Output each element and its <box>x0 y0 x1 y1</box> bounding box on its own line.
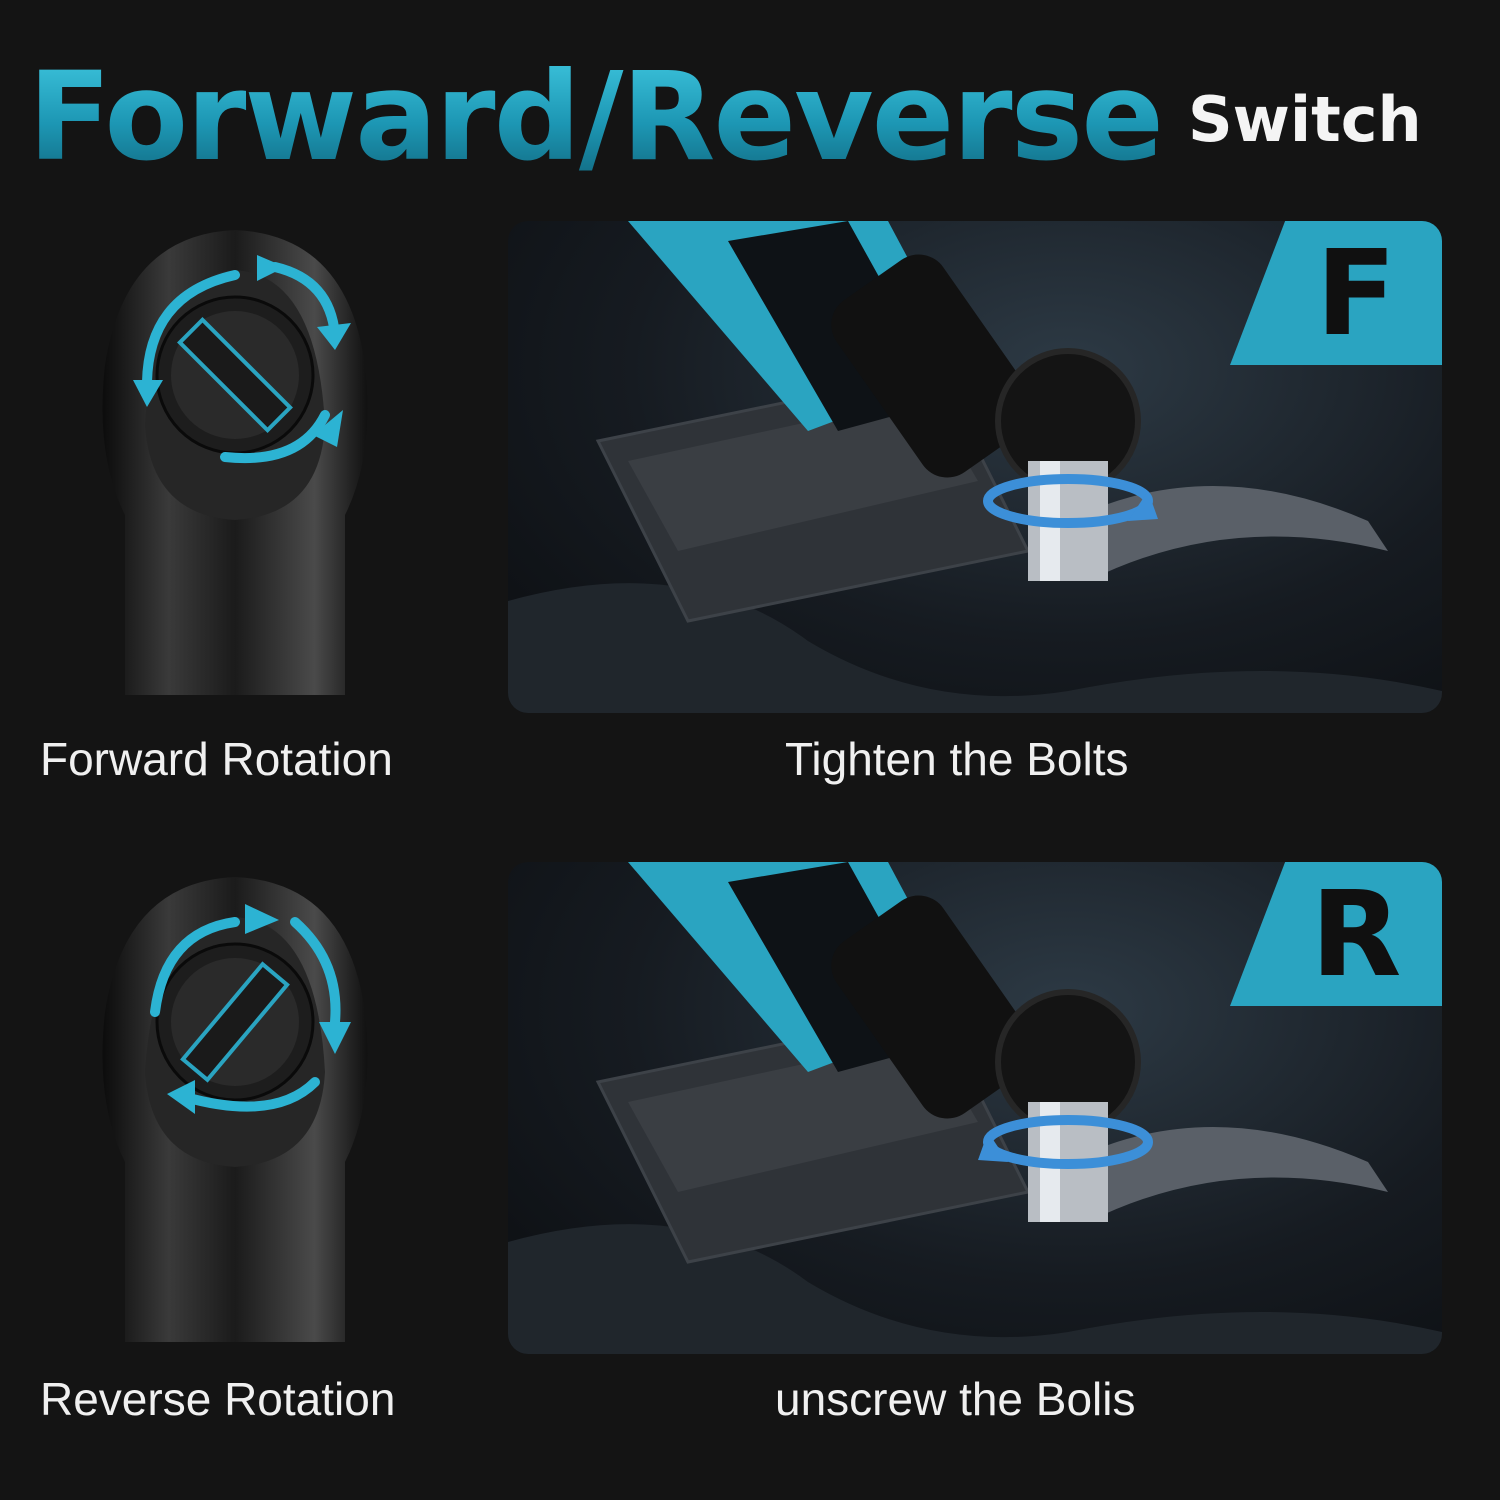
caption-forward-rotation: Forward Rotation <box>40 733 393 785</box>
title-main: Forward/Reverse <box>28 46 1164 188</box>
photo-tighten-bolts: F <box>508 221 1442 713</box>
wrench-head-reverse <box>85 862 385 1342</box>
photo-unscrew-bolts: R <box>508 862 1442 1354</box>
caption-reverse-rotation: Reverse Rotation <box>40 1373 396 1425</box>
wrench-head-forward <box>85 215 385 695</box>
title-sub: Switch <box>1187 83 1422 156</box>
clockwise-arrows-icon <box>133 255 351 464</box>
badge-letter: R <box>1310 865 1402 1003</box>
page-title: Forward/Reverse Switch <box>28 38 1478 178</box>
badge-forward: F <box>1230 221 1442 365</box>
badge-letter: F <box>1315 224 1397 362</box>
caption-unscrew-bolts: unscrew the Bolis <box>775 1373 1136 1425</box>
counterclockwise-arrows-icon <box>150 904 351 1114</box>
caption-tighten-bolts: Tighten the Bolts <box>785 733 1129 785</box>
